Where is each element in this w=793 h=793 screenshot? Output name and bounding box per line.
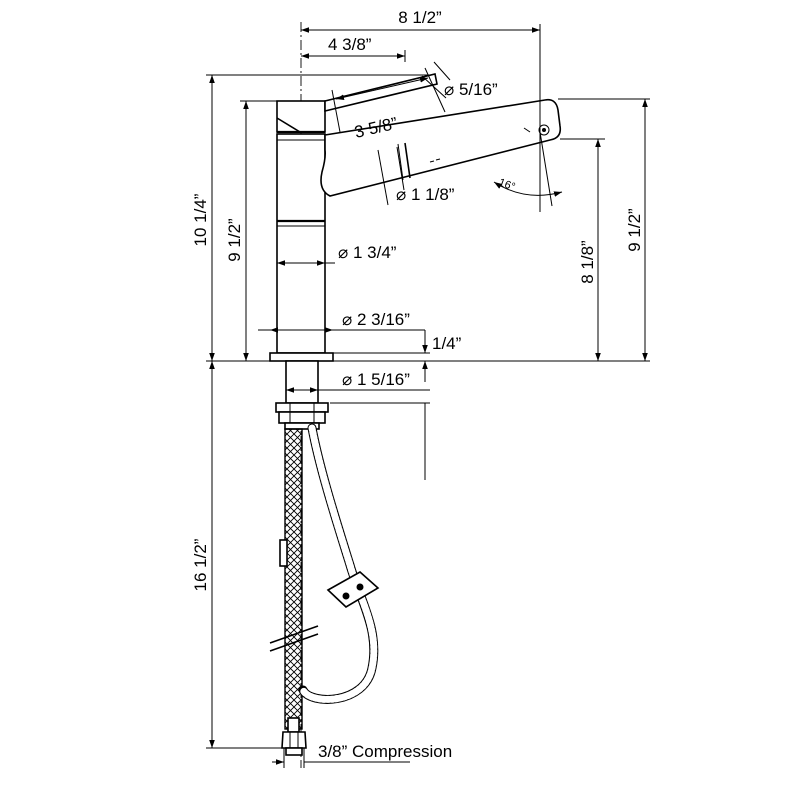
label-body-diameter: ⌀ 1 3/4” (338, 243, 397, 262)
dim-total-height: 10 1/4” (191, 74, 430, 361)
label-overall-width: 8 1/2” (398, 8, 442, 27)
dim-shank-diameter: ⌀ 1 5/16” (286, 370, 430, 393)
label-flange-height: 1/4” (432, 334, 462, 353)
dim-body-diameter: ⌀ 1 3/4” (277, 243, 397, 266)
dim-shank-length: 16 1/2” (191, 361, 283, 749)
dim-overall-width: 8 1/2” (301, 8, 541, 212)
dim-spout-height: 9 1/2” (558, 98, 650, 361)
label-outlet-height: 8 1/8” (578, 240, 597, 284)
dim-flange-height: 1/4” (333, 330, 462, 382)
supply-hose (269, 428, 319, 756)
label-spout-offset: 4 3/8” (328, 35, 372, 54)
label-body-height: 9 1/2” (225, 218, 244, 262)
label-connection: 3/8” Compression (318, 742, 452, 761)
dim-spout-offset: 4 3/8” (301, 35, 406, 62)
dim-tilt-angle: 16° (493, 131, 563, 207)
label-spout-height: 9 1/2” (625, 208, 644, 252)
label-flange-diameter: ⌀ 2 3/16” (342, 310, 410, 329)
label-tilt-angle: 16° (497, 177, 517, 194)
dim-body-height: 9 1/2” (225, 100, 277, 361)
label-total-height: 10 1/4” (191, 193, 210, 246)
dim-flange-diameter: ⌀ 2 3/16” (258, 310, 425, 333)
dim-spray-diameter: ⌀ 1 1/8” (377, 146, 455, 206)
hose-weight (326, 571, 380, 608)
label-handle-diameter: ⌀ 5/16” (444, 80, 498, 99)
dim-outlet-height: 8 1/8” (560, 138, 605, 361)
dim-connection: 3/8” Compression (272, 742, 452, 768)
faucet-body (269, 100, 334, 362)
label-spray-diameter: ⌀ 1 1/8” (396, 185, 455, 204)
shank (275, 360, 329, 430)
spout (320, 98, 562, 197)
spray-hose (298, 423, 380, 704)
label-shank-length: 16 1/2” (191, 538, 210, 591)
label-shank-diameter: ⌀ 1 5/16” (342, 370, 410, 389)
